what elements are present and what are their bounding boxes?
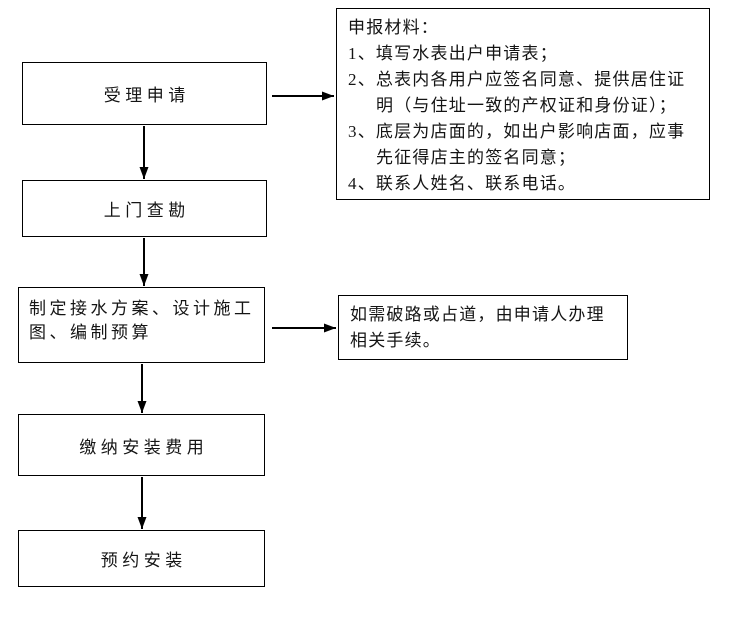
note-application-materials: 申报材料： 1、填写水表出户申请表； 2、总表内各用户应签名同意、提供居住证 明… xyxy=(336,8,710,200)
note-road-permit: 如需破路或占道，由申请人办理 相关手续。 xyxy=(338,295,628,360)
flow-step-label-line: 图、编制预算 xyxy=(29,323,152,342)
note-line: 如需破路或占道，由申请人办理 xyxy=(350,305,605,324)
note-line: 明（与住址一致的产权证和身份证）； xyxy=(376,96,677,115)
flow-step-plan-design-budget: 制定接水方案、设计施工 图、编制预算 xyxy=(18,287,265,363)
flow-step-label: 受理申请 xyxy=(103,86,190,105)
note-line: 2、总表内各用户应签名同意、提供居住证 xyxy=(348,70,686,89)
note-line: 4、联系人姓名、联系电话。 xyxy=(348,174,577,193)
flow-step-accept-application: 受理申请 xyxy=(22,62,267,125)
note-line: 申报材料： xyxy=(348,18,439,37)
note-line: 1、填写水表出户申请表； xyxy=(348,44,558,63)
note-line: 3、底层为店面的，如出户影响店面，应事 xyxy=(348,122,686,141)
flow-step-label-line: 制定接水方案、设计施工 xyxy=(29,299,255,318)
flow-step-pay-installation-fee: 缴纳安装费用 xyxy=(18,414,265,476)
flow-step-schedule-installation: 预约安装 xyxy=(18,530,265,587)
note-line: 先征得店主的签名同意； xyxy=(376,148,577,167)
flow-step-label: 缴纳安装费用 xyxy=(79,437,209,457)
flow-step-label: 上门查勘 xyxy=(103,201,190,220)
flow-step-label: 预约安装 xyxy=(100,551,187,570)
note-line: 相关手续。 xyxy=(350,331,441,350)
flow-step-site-survey: 上门查勘 xyxy=(22,180,267,237)
